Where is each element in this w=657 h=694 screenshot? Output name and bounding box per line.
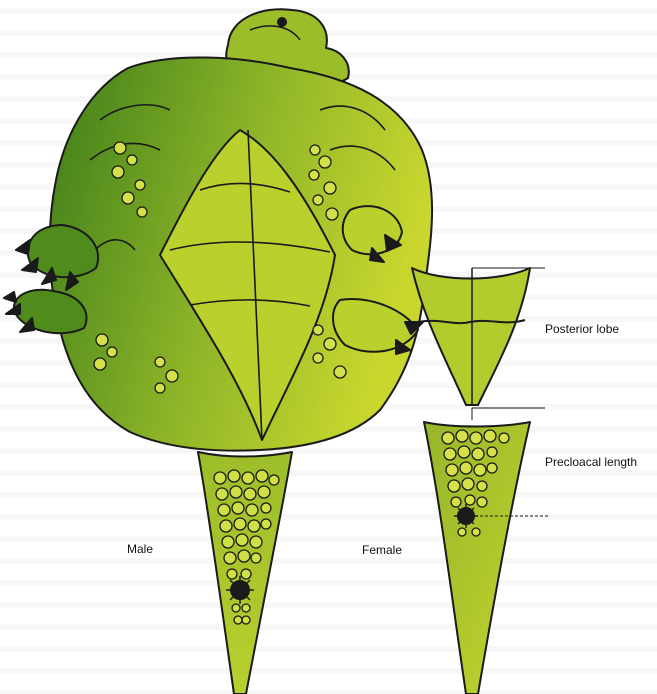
female-label: Female	[362, 543, 402, 557]
precloacal-length-label: Precloacal length	[545, 455, 637, 469]
male-label: Male	[127, 542, 153, 556]
posterior-lobe-label: Posterior lobe	[545, 322, 619, 336]
male-cloaca	[226, 576, 254, 604]
